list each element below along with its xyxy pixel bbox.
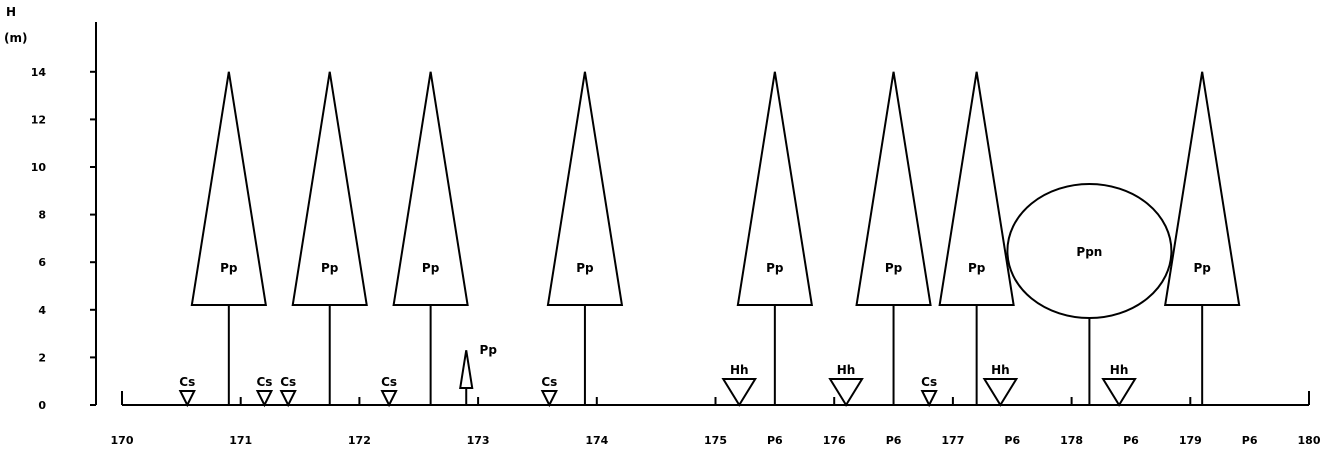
tree-label: Pp bbox=[220, 261, 238, 275]
x-tick-label: 170 bbox=[111, 434, 134, 447]
x-tick-label: 178 bbox=[1060, 434, 1083, 447]
shrub-symbol bbox=[279, 390, 297, 408]
tree-label: Pp bbox=[422, 261, 440, 275]
shrub-label: Cs bbox=[921, 375, 937, 389]
shrub-label: Cs bbox=[381, 375, 397, 389]
tree-label: Pp bbox=[766, 261, 784, 275]
sapling-crown bbox=[459, 350, 474, 389]
tree-label: Pp bbox=[576, 261, 594, 275]
shrub-label: Hh bbox=[730, 363, 749, 377]
x-tick-label: 175 bbox=[704, 434, 727, 447]
shrub-label: Cs bbox=[179, 375, 195, 389]
y-tick-label: 8 bbox=[38, 209, 46, 222]
y-tick-label: 14 bbox=[31, 66, 47, 79]
axes-group: 0 2 4 6 8 10 12 14 170 171 172 173 174 175 176 177 178 17… bbox=[31, 22, 1321, 447]
y-tick-label: 12 bbox=[31, 113, 46, 126]
shrub-symbol bbox=[380, 390, 398, 408]
x-marker-label: P6 bbox=[886, 434, 902, 447]
x-tick-label: 176 bbox=[823, 434, 846, 447]
tree-crown bbox=[938, 71, 1015, 307]
tree-label: Pp bbox=[885, 261, 903, 275]
tree-crown bbox=[736, 71, 814, 307]
x-marker-label: P6 bbox=[1123, 434, 1139, 447]
round-tree-crown bbox=[1006, 183, 1173, 319]
x-marker-label: P6 bbox=[1242, 434, 1258, 447]
x-tick-label: 173 bbox=[467, 434, 490, 447]
tree-crown bbox=[392, 71, 469, 307]
shrub-symbol bbox=[982, 378, 1019, 407]
y-tick-label: 0 bbox=[38, 399, 46, 412]
tree-crown bbox=[190, 71, 268, 307]
x-tick-label: 172 bbox=[348, 434, 371, 447]
tree-crown bbox=[291, 71, 368, 307]
x-tick-label: 171 bbox=[229, 434, 252, 447]
shrub-symbol bbox=[828, 378, 864, 407]
shrub-symbol bbox=[540, 390, 558, 408]
shrub-label: Hh bbox=[837, 363, 856, 377]
y-tick-label: 4 bbox=[38, 304, 46, 317]
shrub-symbol bbox=[255, 390, 274, 408]
x-tick-label: 177 bbox=[941, 434, 964, 447]
sapling-label: Pp bbox=[480, 343, 498, 357]
x-marker-label: P6 bbox=[1004, 434, 1020, 447]
x-tick-label: 180 bbox=[1298, 434, 1321, 447]
tree-label: Pp bbox=[321, 261, 339, 275]
y-tick-label: 2 bbox=[38, 351, 46, 364]
y-axis-title: H bbox=[6, 5, 16, 19]
round-tree-label: Ppn bbox=[1076, 245, 1102, 259]
y-tick-label: 6 bbox=[38, 256, 46, 269]
shrub-label: Hh bbox=[1110, 363, 1129, 377]
shrub-label: Cs bbox=[256, 375, 272, 389]
x-marker-label: P6 bbox=[767, 434, 783, 447]
y-tick-label: 10 bbox=[31, 161, 47, 174]
tree-label: Pp bbox=[968, 261, 986, 275]
tree-crown bbox=[1163, 71, 1241, 307]
shrub-label: Cs bbox=[541, 375, 557, 389]
shrub-label: Hh bbox=[991, 363, 1010, 377]
shrub-symbol bbox=[920, 390, 938, 408]
shrub-symbol bbox=[721, 378, 758, 407]
shrub-label: Cs bbox=[280, 375, 296, 389]
x-tick-label: 174 bbox=[585, 434, 608, 447]
y-axis-unit: (m) bbox=[4, 31, 27, 45]
shrub-symbol bbox=[1101, 378, 1137, 407]
x-tick-label: 179 bbox=[1179, 434, 1202, 447]
tree-crown bbox=[855, 71, 932, 307]
shrub-symbol bbox=[178, 390, 196, 408]
tree-crown bbox=[546, 71, 624, 307]
tree-label: Pp bbox=[1193, 261, 1211, 275]
